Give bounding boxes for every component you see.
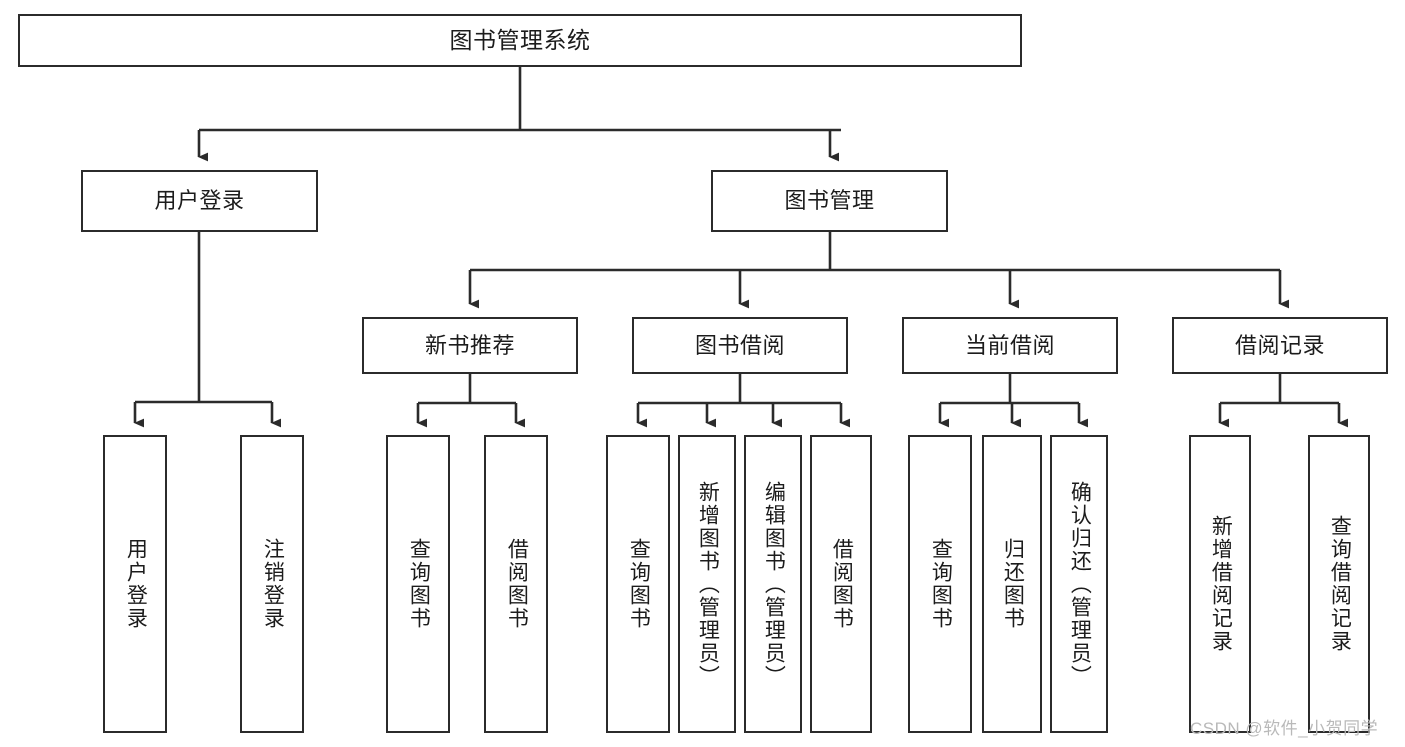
node-leaf-query-book-3[interactable]: 查询图书 — [908, 435, 972, 733]
node-book-manage[interactable]: 图书管理 — [711, 170, 948, 232]
node-leaf-query-borrow-record[interactable]: 查询借阅记录 — [1308, 435, 1370, 733]
node-leaf-borrow-book-2[interactable]: 借阅图书 — [810, 435, 872, 733]
node-leaf-confirm-return-admin[interactable]: 确认归还（管理员） — [1050, 435, 1108, 733]
node-leaf-query-book-1[interactable]: 查询图书 — [386, 435, 450, 733]
node-leaf-user-login[interactable]: 用户登录 — [103, 435, 167, 733]
node-leaf-borrow-book-1[interactable]: 借阅图书 — [484, 435, 548, 733]
node-leaf-return-book[interactable]: 归还图书 — [982, 435, 1042, 733]
node-leaf-add-borrow-record[interactable]: 新增借阅记录 — [1189, 435, 1251, 733]
watermark-text: CSDN @软件_小贺同学 — [1190, 719, 1379, 738]
node-book-borrow[interactable]: 图书借阅 — [632, 317, 848, 374]
node-user-login[interactable]: 用户登录 — [81, 170, 318, 232]
node-current-borrow[interactable]: 当前借阅 — [902, 317, 1118, 374]
node-leaf-user-logout[interactable]: 注销登录 — [240, 435, 304, 733]
node-leaf-edit-book-admin[interactable]: 编辑图书（管理员） — [744, 435, 802, 733]
node-leaf-query-book-2[interactable]: 查询图书 — [606, 435, 670, 733]
node-leaf-add-book-admin[interactable]: 新增图书（管理员） — [678, 435, 736, 733]
node-new-book-recommend[interactable]: 新书推荐 — [362, 317, 578, 374]
node-borrow-record[interactable]: 借阅记录 — [1172, 317, 1388, 374]
node-root-system[interactable]: 图书管理系统 — [18, 14, 1022, 67]
